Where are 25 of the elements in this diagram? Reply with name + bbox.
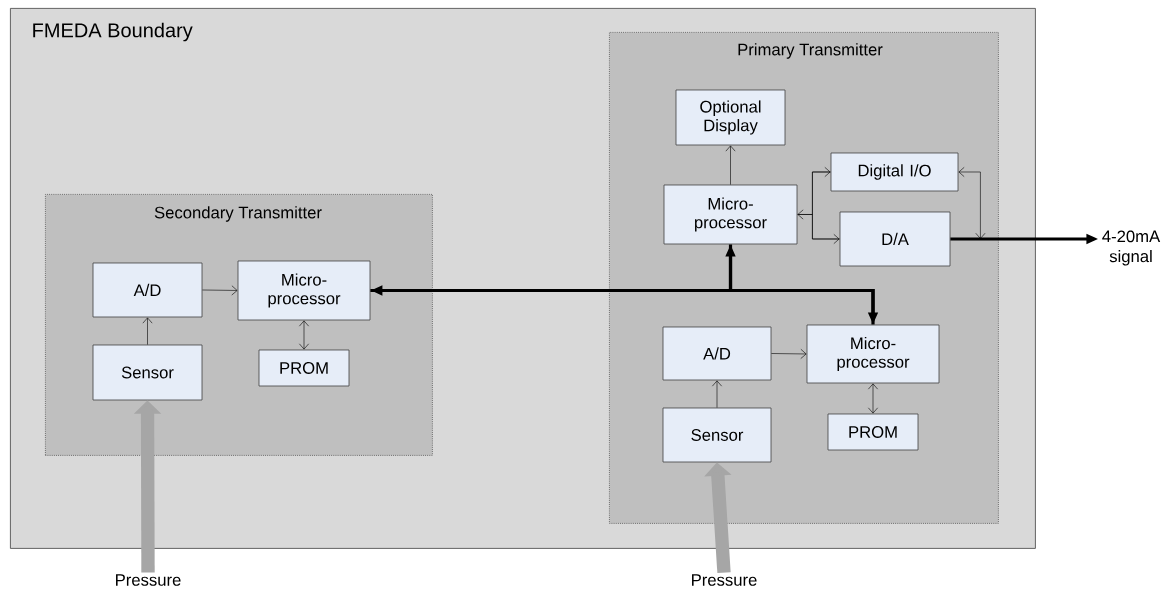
arrow: [797, 167, 831, 215]
process-box: Micro- processor: [806, 324, 940, 384]
arrow: [712, 380, 722, 408]
arrow: [868, 383, 878, 414]
arrow: [958, 167, 986, 239]
input-label: Pressure: [116, 574, 181, 586]
arrow: [142, 317, 153, 345]
process-box: A/D: [92, 262, 203, 318]
process-box: PROM: [258, 349, 350, 387]
arrow: [202, 285, 238, 296]
process-box: Sensor: [662, 407, 772, 463]
process-box: PROM: [827, 413, 919, 451]
process-box: Micro- processor: [237, 260, 371, 321]
process-box: Micro- processor: [663, 184, 798, 245]
process-box: D/A: [839, 211, 951, 267]
input-label: Pressure: [692, 574, 757, 586]
process-box: Sensor: [92, 344, 203, 401]
arrow: [812, 171, 840, 244]
arrow: [725, 145, 736, 185]
output-label: 4-20mA signal: [1102, 230, 1161, 266]
arrow: [771, 348, 807, 359]
arrow: [299, 320, 309, 350]
process-box: A/D: [662, 326, 772, 381]
process-box: Digital I/O: [830, 152, 959, 192]
process-box: Optional Display: [675, 89, 786, 146]
